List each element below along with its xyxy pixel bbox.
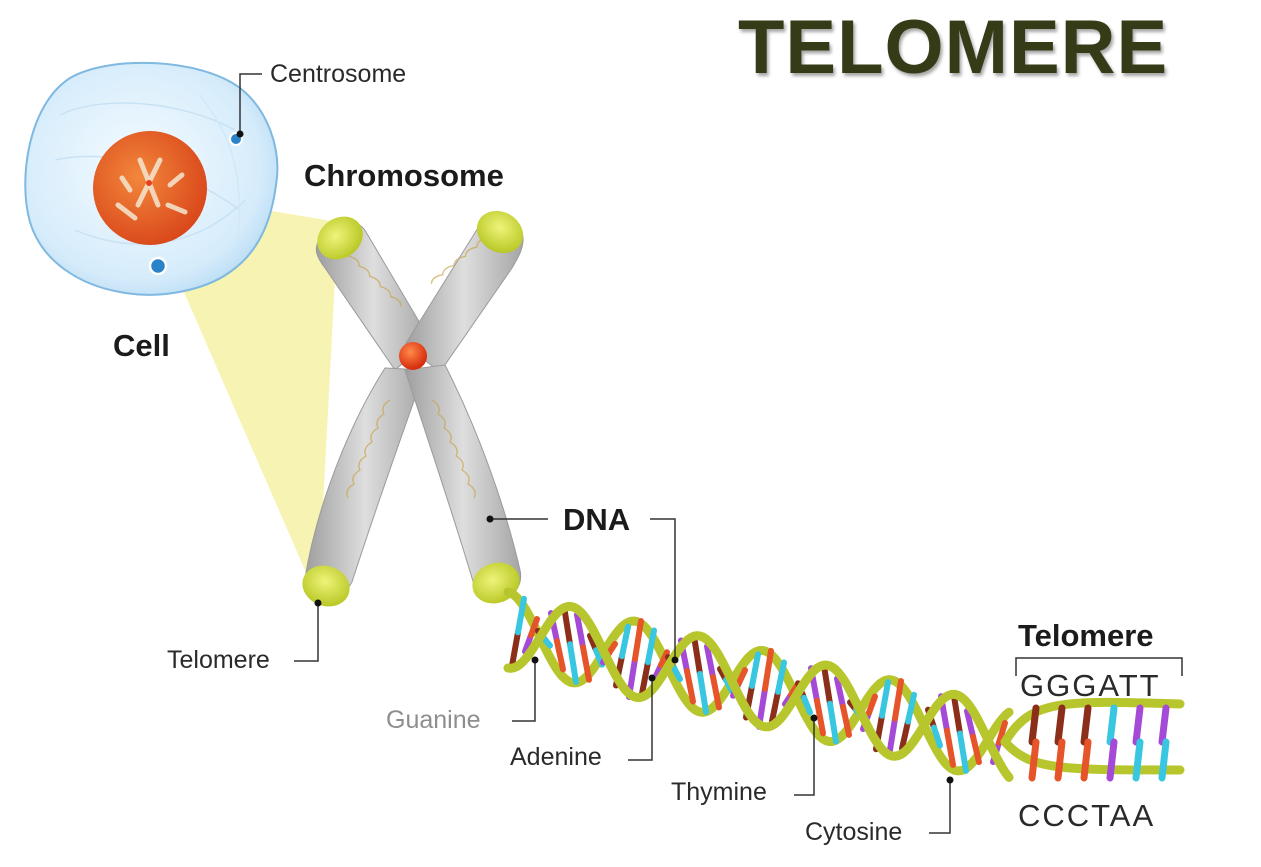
base-pair-segment xyxy=(736,667,748,686)
page-title: TELOMERE xyxy=(738,5,1169,90)
base-pair-segment xyxy=(697,670,709,715)
base-pair-segment xyxy=(658,649,670,669)
dna-helix xyxy=(503,587,1185,782)
label-telomere-chromosome: Telomere xyxy=(167,646,270,674)
telomere-base-segment xyxy=(1132,738,1144,782)
telomere-base-segment xyxy=(1106,738,1118,782)
base-pair-segment xyxy=(827,700,839,745)
telomere-base-segment xyxy=(1080,704,1092,746)
base-pair-segment xyxy=(788,682,800,698)
base-pair-segment xyxy=(970,733,982,766)
label-thymine: Thymine xyxy=(671,778,767,806)
base-pair-segment xyxy=(801,694,813,716)
telomere-base-segment xyxy=(1028,704,1040,746)
leader-centrosome xyxy=(239,73,262,132)
base-pair-segment xyxy=(574,611,586,651)
sequence-bottom-strand: CCCTAA xyxy=(1018,798,1156,833)
base-pair-segment xyxy=(710,673,722,711)
base-pair-segment xyxy=(554,638,566,673)
telomere-base-segment xyxy=(1106,704,1118,746)
dna-backbone-front xyxy=(503,602,1014,782)
telomere-base-segment xyxy=(1028,738,1040,782)
base-pair-segment xyxy=(951,693,963,737)
telomere-strand-top xyxy=(1000,697,1185,747)
base-pair-segment xyxy=(931,724,943,749)
base-pair-segment xyxy=(684,668,696,705)
base-pair-segment xyxy=(632,618,644,663)
zoom-cone xyxy=(175,195,338,600)
base-pair-segment xyxy=(821,662,833,707)
base-pair-segment xyxy=(814,697,826,737)
base-pair-segment xyxy=(775,659,787,695)
base-pair-segment xyxy=(840,703,852,738)
base-pair-segment xyxy=(567,641,579,686)
label-cell: Cell xyxy=(113,328,170,363)
base-pair-segment xyxy=(879,679,891,719)
leader-cytosine xyxy=(929,780,951,834)
base-pair-segment xyxy=(671,665,683,683)
base-pair-segment xyxy=(704,643,716,680)
base-pair-segment xyxy=(515,595,527,636)
base-pair-segment xyxy=(899,718,911,752)
label-cytosine: Cytosine xyxy=(805,818,903,846)
base-pair-segment xyxy=(996,719,1008,746)
base-pair-segment xyxy=(691,632,703,677)
leader-lines xyxy=(239,73,1183,834)
base-pair-segment xyxy=(619,623,631,660)
telomere-bracket xyxy=(1015,657,1183,676)
base-pair-segment xyxy=(541,635,553,649)
base-pair-segment xyxy=(866,693,878,716)
centrosome-dot-lower xyxy=(148,256,168,276)
telomere-cap-upper-left xyxy=(317,216,363,260)
telomere-base-segment xyxy=(1158,738,1170,782)
leader-adenine xyxy=(628,678,653,761)
base-pair-segment xyxy=(528,616,540,639)
cell-illustration xyxy=(24,61,279,296)
telomere-cap-upper-right xyxy=(476,210,524,254)
chromosome-illustration xyxy=(302,210,524,607)
base-pair-segment xyxy=(944,727,956,768)
base-pair-segment xyxy=(769,688,781,725)
label-telomere-dna: Telomere xyxy=(1018,618,1154,653)
telomere-base-segment xyxy=(1054,738,1066,782)
base-pair-segment xyxy=(834,675,846,710)
label-chromosome: Chromosome xyxy=(304,158,504,193)
label-adenine: Adenine xyxy=(510,743,602,771)
telomere-cap-lower-left xyxy=(302,565,350,607)
base-pair-segment xyxy=(639,659,651,697)
base-pair-segment xyxy=(905,691,917,725)
base-pair-segment xyxy=(749,651,761,689)
leader-thymine xyxy=(794,718,815,796)
base-pair-segment xyxy=(886,715,898,760)
base-pair-segment xyxy=(580,644,592,683)
leader-telomere-chromosome xyxy=(294,603,319,662)
base-pair-segment xyxy=(892,678,904,722)
leader-dots xyxy=(236,130,954,784)
sequence-top-strand: GGGATT xyxy=(1020,668,1161,703)
base-pair-segment xyxy=(957,730,969,774)
base-pair-segment xyxy=(561,603,573,648)
base-pair-segment xyxy=(762,647,774,692)
centromere xyxy=(399,342,427,370)
leader-guanine xyxy=(512,660,536,722)
leader-dna-right xyxy=(650,518,676,660)
base-pair-segment xyxy=(509,629,521,669)
telomere-base-segment xyxy=(1054,704,1066,746)
telomere-base-segment xyxy=(1158,704,1170,746)
base-pair-segment xyxy=(645,627,657,666)
label-centrosome: Centrosome xyxy=(270,60,407,88)
base-pair-segment xyxy=(964,708,976,740)
label-guanine: Guanine xyxy=(386,706,481,734)
telomere-base-segment xyxy=(1132,704,1144,746)
telomere-base-segment xyxy=(1080,738,1092,782)
label-dna: DNA xyxy=(563,502,631,537)
base-pair-segment xyxy=(606,640,618,657)
